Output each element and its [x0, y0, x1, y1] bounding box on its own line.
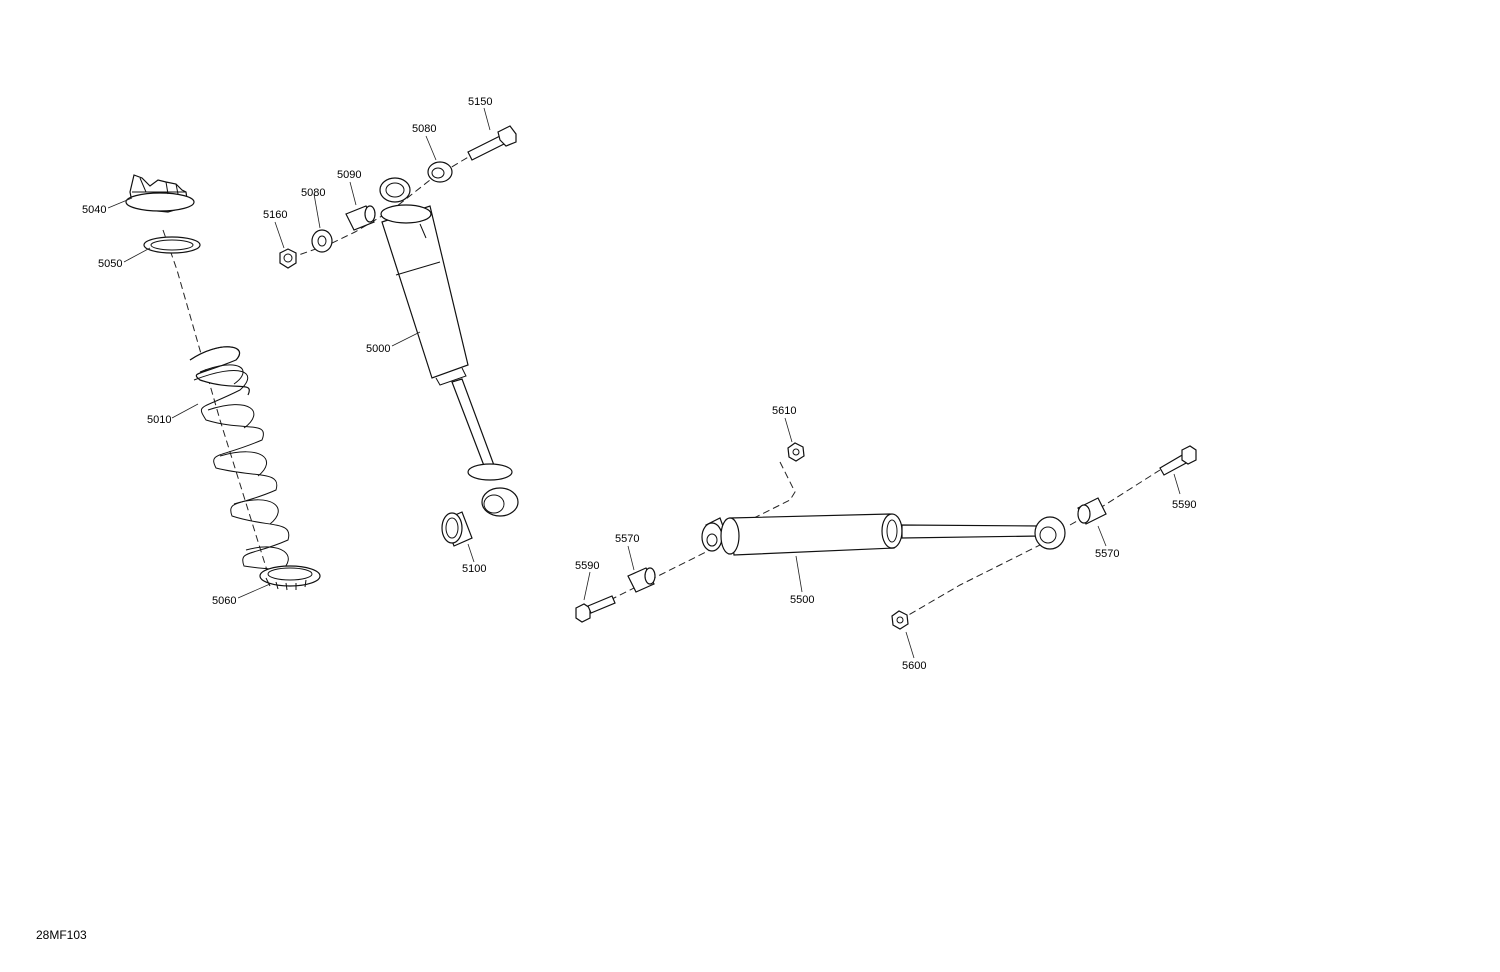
figure-id: 28MF103: [36, 928, 87, 942]
callout-5590-right: 5590: [1172, 499, 1197, 511]
callout-5600: 5600: [902, 660, 927, 672]
callout-5500: 5500: [790, 594, 815, 606]
callout-5010: 5010: [147, 414, 172, 426]
part-5150-bolt: [467, 125, 517, 161]
part-5000-shock-absorber: [379, 177, 519, 517]
part-5600-nut: [891, 610, 909, 630]
callout-5160: 5160: [263, 209, 288, 221]
callout-5100: 5100: [462, 563, 487, 575]
part-5570-spacer-left: [627, 567, 656, 593]
callout-5610: 5610: [772, 405, 797, 417]
callout-5570-left: 5570: [615, 533, 640, 545]
part-5500-steering-damper: [701, 513, 1066, 556]
assembly-axes: [162, 149, 1161, 621]
leader-lines: [107, 107, 1181, 659]
part-5040-spring-seat: [125, 174, 195, 213]
callout-5150: 5150: [468, 96, 493, 108]
part-5160-nut: [279, 248, 297, 269]
callout-5050: 5050: [98, 258, 123, 270]
callout-5080-upper: 5080: [412, 123, 437, 135]
part-5080-bushing-upper: [427, 161, 453, 183]
callout-5040: 5040: [82, 204, 107, 216]
part-5080-bushing-left: [311, 229, 333, 253]
part-5570-spacer-right: [1077, 497, 1107, 525]
part-5100-bushing: [441, 511, 473, 547]
part-5090-sleeve: [345, 205, 376, 231]
callout-5590-left: 5590: [575, 560, 600, 572]
callout-5090: 5090: [337, 169, 362, 181]
part-5610-nut: [787, 442, 805, 462]
part-5590-bolt-right: [1159, 445, 1197, 476]
part-5590-bolt-left: [575, 595, 616, 623]
callout-5570-right: 5570: [1095, 548, 1120, 560]
callout-5000: 5000: [366, 343, 391, 355]
part-5060-lower-seat: [259, 565, 321, 591]
callout-5080-left: 5080: [301, 187, 326, 199]
part-5050-washer: [143, 236, 201, 254]
part-5010-coil-spring: [189, 346, 299, 586]
callout-5060: 5060: [212, 595, 237, 607]
